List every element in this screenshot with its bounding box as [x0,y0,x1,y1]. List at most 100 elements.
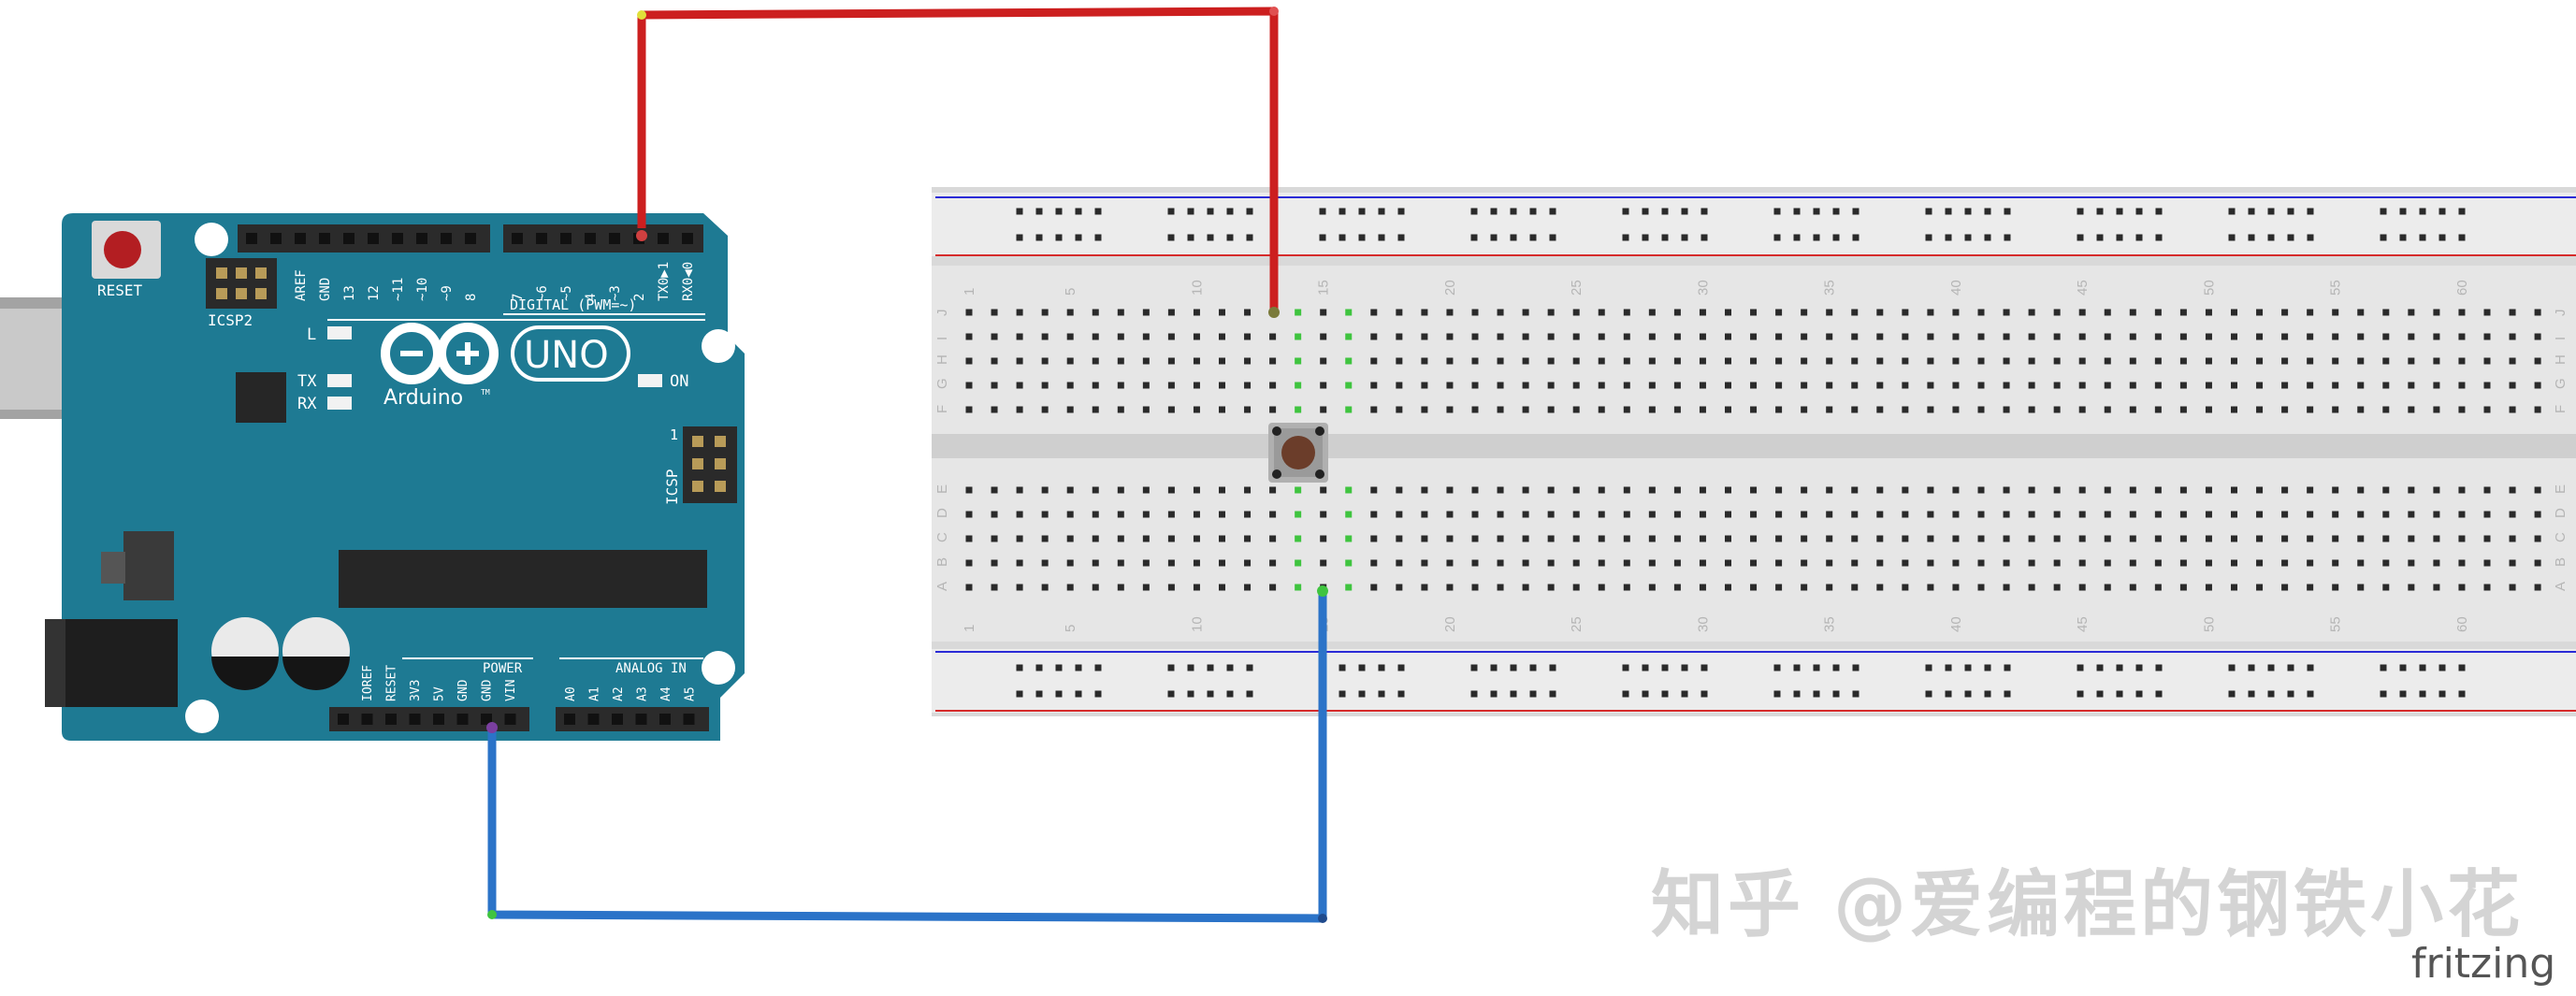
breadboard-hole[interactable] [1142,382,1150,389]
breadboard-hole[interactable] [2053,559,2061,567]
breadboard-hole[interactable] [1092,559,1099,567]
breadboard-hole[interactable] [1522,486,1529,494]
breadboard-hole[interactable] [1041,511,1049,518]
breadboard-hole[interactable] [1851,486,1859,494]
breadboard-hole[interactable] [2205,584,2212,591]
breadboard-hole[interactable] [2154,511,2162,518]
breadboard-hole[interactable] [1572,511,1580,518]
breadboard-hole[interactable] [1623,406,1630,413]
breadboard-hole[interactable] [2205,309,2212,316]
breadboard-hole[interactable] [1370,559,1378,567]
breadboard-hole[interactable] [1396,559,1403,567]
breadboard-hole[interactable] [2003,511,2010,518]
rail-hole[interactable] [1094,208,1102,215]
rail-hole[interactable] [1984,664,1991,671]
breadboard-hole[interactable] [1244,382,1252,389]
breadboard-hole[interactable] [1775,406,1783,413]
breadboard-hole[interactable] [2256,486,2264,494]
rail-hole[interactable] [1226,234,1234,241]
breadboard-hole[interactable] [1801,406,1808,413]
rail-hole[interactable] [1035,690,1043,698]
breadboard-hole[interactable] [1902,584,1909,591]
rail-hole[interactable] [1832,690,1840,698]
rail-hole[interactable] [1925,690,1932,698]
breadboard-hole[interactable] [2382,382,2390,389]
breadboard-hole[interactable] [1320,406,1327,413]
breadboard-hole[interactable] [2003,333,2010,340]
breadboard-hole[interactable] [2433,333,2440,340]
breadboard-hole[interactable] [2332,309,2339,316]
breadboard-hole[interactable] [1927,406,1934,413]
breadboard-hole[interactable] [1775,333,1783,340]
breadboard-hole[interactable] [1598,357,1605,365]
breadboard-hole[interactable] [1295,333,1302,340]
breadboard-hole[interactable] [1421,559,1428,567]
breadboard-hole[interactable] [1851,309,1859,316]
breadboard-hole[interactable] [1345,382,1353,389]
breadboard-hole[interactable] [1142,333,1150,340]
header-pin[interactable] [564,714,575,725]
breadboard-hole[interactable] [1320,357,1327,365]
breadboard-hole[interactable] [1977,559,1985,567]
rail-hole[interactable] [1832,664,1840,671]
rail-hole[interactable] [1813,690,1820,698]
rail-hole[interactable] [1510,664,1517,671]
breadboard-hole[interactable] [1421,382,1428,389]
breadboard-hole[interactable] [1952,382,1960,389]
header-pin[interactable] [587,714,600,725]
breadboard-hole[interactable] [1876,382,1884,389]
rail-hole[interactable] [1470,664,1478,671]
rail-hole[interactable] [1984,208,1991,215]
breadboard-hole[interactable] [2179,406,2187,413]
breadboard-hole[interactable] [2053,406,2061,413]
breadboard-hole[interactable] [1269,559,1277,567]
breadboard-hole[interactable] [2483,559,2491,567]
rail-hole[interactable] [2155,234,2163,241]
breadboard-hole[interactable] [1876,511,1884,518]
breadboard-hole[interactable] [991,309,998,316]
breadboard-hole[interactable] [2458,486,2466,494]
breadboard-hole[interactable] [1623,309,1630,316]
breadboard-hole[interactable] [2231,406,2237,413]
breadboard-hole[interactable] [1826,535,1833,542]
rail-hole[interactable] [1793,664,1801,671]
breadboard-hole[interactable] [2003,584,2010,591]
breadboard-hole[interactable] [1066,333,1074,340]
breadboard-hole[interactable] [2408,333,2415,340]
breadboard-hole[interactable] [1471,357,1479,365]
header-pin[interactable] [659,714,671,725]
red-wire[interactable] [637,7,1279,312]
breadboard-hole[interactable] [2408,406,2415,413]
rail-hole[interactable] [2458,664,2466,671]
breadboard-hole[interactable] [1547,357,1555,365]
push-button[interactable] [1268,423,1328,483]
breadboard-hole[interactable] [2028,559,2035,567]
breadboard-hole[interactable] [1446,486,1454,494]
breadboard-hole[interactable] [1345,511,1353,518]
breadboard-hole[interactable] [1598,406,1605,413]
breadboard-hole[interactable] [1066,382,1074,389]
breadboard-hole[interactable] [1497,333,1504,340]
breadboard-hole[interactable] [1193,486,1200,494]
breadboard-hole[interactable] [1648,584,1656,591]
breadboard-hole[interactable] [1471,486,1479,494]
rail-hole[interactable] [1094,664,1102,671]
breadboard-hole[interactable] [1041,357,1049,365]
breadboard-hole[interactable] [1598,511,1605,518]
breadboard-hole[interactable] [2307,486,2314,494]
breadboard-hole[interactable] [2433,357,2440,365]
breadboard-hole[interactable] [1497,357,1504,365]
breadboard-hole[interactable] [1673,584,1681,591]
breadboard-hole[interactable] [2483,511,2491,518]
breadboard-hole[interactable] [1193,584,1200,591]
breadboard-hole[interactable] [1851,382,1859,389]
breadboard-hole[interactable] [1370,357,1378,365]
breadboard-hole[interactable] [1547,333,1555,340]
breadboard-hole[interactable] [1446,357,1454,365]
rail-hole[interactable] [2380,690,2387,698]
rail-hole[interactable] [1094,234,1102,241]
breadboard-hole[interactable] [1244,559,1252,567]
breadboard-hole[interactable] [1851,511,1859,518]
breadboard-hole[interactable] [1269,535,1277,542]
breadboard-hole[interactable] [1295,535,1302,542]
